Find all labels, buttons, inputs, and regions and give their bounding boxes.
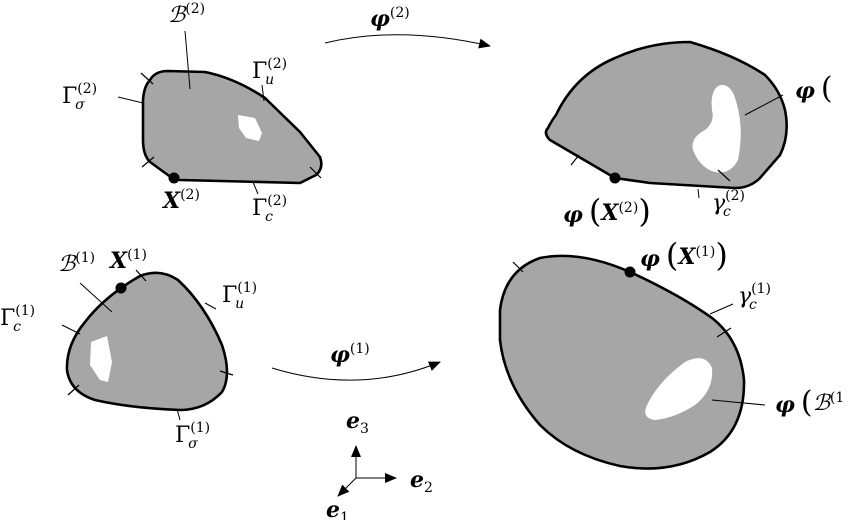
label-phi-body1: φ(ℬ(1: [775, 385, 844, 420]
label-x1: X(1): [108, 247, 147, 274]
label-e1: e1: [326, 497, 349, 520]
label-gamma-u2: Γ(2)u: [252, 56, 287, 88]
body-1-reference: [61, 269, 234, 421]
label-x2: X(2): [161, 187, 200, 214]
label-gamma-c2-current: γ(2)c: [712, 188, 745, 220]
label-gamma-c1: Γ(1)c: [0, 303, 35, 335]
label-phi2: φ(2): [370, 5, 410, 32]
mapping-arrow-phi2: [324, 34, 491, 49]
label-gamma-sigma1: Γ(1)σ: [175, 420, 210, 452]
mapping-arrow-phi1: [271, 361, 441, 381]
label-body2: ℬ(2): [168, 1, 205, 28]
current-point-x2: [609, 172, 621, 184]
label-e3: e3: [346, 408, 369, 437]
label-phi1: φ(1): [330, 341, 370, 368]
label-gamma-c1-current: γ(1)c: [738, 281, 771, 313]
label-phi-body2: φ(: [795, 71, 833, 106]
label-gamma-c2: Γ(2)c: [252, 193, 287, 225]
label-phi-x1: φ(X(1)): [640, 236, 728, 274]
label-gamma-sigma2: Γ(2)σ: [62, 81, 97, 113]
body-1-current: [498, 254, 766, 470]
material-point-x1: [115, 282, 127, 294]
label-gamma-u1: Γ(1)u: [222, 280, 257, 312]
label-phi-x2: φ(X(2)): [563, 192, 651, 230]
body-2-current: [544, 40, 788, 199]
material-point-x2: [168, 172, 180, 184]
current-point-x1: [624, 266, 636, 278]
body-2-reference: [117, 30, 323, 195]
label-body1: ℬ(1): [58, 250, 95, 277]
coordinate-axes: [337, 445, 397, 497]
label-e2: e2: [410, 467, 433, 496]
